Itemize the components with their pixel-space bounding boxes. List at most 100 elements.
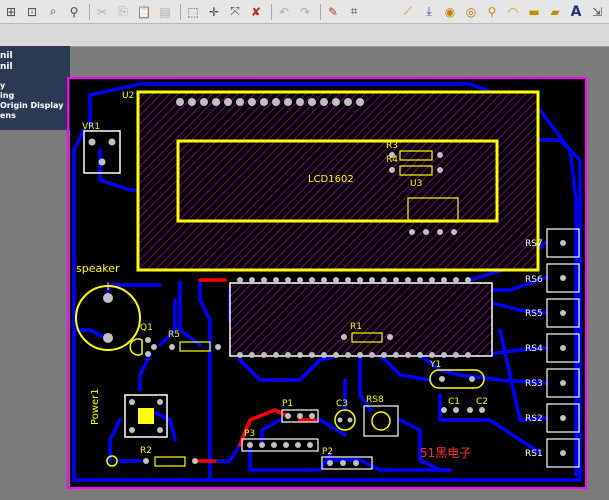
p1-label: P1 [282, 399, 293, 409]
r5-outline[interactable] [179, 341, 211, 352]
r3-label: R3 [386, 141, 398, 151]
rs7-label: RS7 [525, 239, 543, 249]
zoom-fit-icon[interactable]: ⊞ [5, 4, 17, 19]
p2-label: P2 [322, 447, 333, 457]
main-toolbar: ⊞ ⊡ ⌕ ⚲ ✂ ⎘ 📋 ▤ ⬚ ✛ ⤧ ✘ ↶ ↷ ✎ ⌗ ⟋ ⤓ ◉ ◎ … [0, 0, 609, 24]
track-icon[interactable]: ⟋ [403, 4, 413, 18]
q1-label: Q1 [140, 323, 153, 333]
lcd-window [176, 139, 499, 223]
toolbar-separator [271, 3, 272, 20]
panel-line: nil [0, 51, 13, 61]
u2-label: U2 [122, 91, 134, 101]
r5-label: R5 [168, 330, 180, 340]
net-icon[interactable]: ⌗ [350, 4, 358, 18]
toolbar-separator [320, 3, 321, 20]
secondary-toolbar-strip [0, 24, 609, 47]
redo-icon[interactable]: ↷ [299, 4, 311, 19]
panel-line: y [0, 81, 6, 90]
move-icon[interactable]: ✛ [208, 4, 220, 19]
rs2-button[interactable] [546, 403, 580, 433]
rs7-button[interactable] [546, 228, 580, 258]
rs6-button[interactable] [546, 263, 580, 293]
toolbar-separator [89, 3, 90, 20]
y1-outline[interactable] [429, 369, 485, 389]
text-icon[interactable]: A [570, 3, 582, 20]
rs4-button[interactable] [546, 333, 580, 363]
u3-outline[interactable] [407, 197, 459, 223]
rubber-stamp-icon[interactable]: ▤ [159, 4, 171, 19]
dimension-icon[interactable]: ⇲ [591, 4, 603, 19]
rs1-button[interactable] [546, 438, 580, 468]
c3-outline[interactable] [334, 409, 356, 431]
toolbar-separator [180, 3, 181, 20]
rs2-label: RS2 [525, 414, 543, 424]
side-panel: nil nil y ing Origin Display ens [0, 46, 70, 130]
mcu-pads [237, 277, 471, 358]
power1-outline[interactable] [124, 394, 168, 438]
fill-icon[interactable]: ▬ [528, 4, 540, 19]
panel-line: ens [0, 111, 16, 120]
vr1-label: VR1 [82, 122, 100, 132]
rs3-label: RS3 [525, 379, 543, 389]
via-icon[interactable]: ◉ [444, 4, 456, 19]
c2-label: C2 [476, 397, 488, 407]
p2-outline[interactable] [321, 456, 373, 470]
r4-outline[interactable] [399, 165, 433, 176]
p3-outline[interactable] [241, 438, 319, 452]
zoom-filter-icon[interactable]: ⚲ [69, 4, 79, 19]
pad-icon[interactable]: ◎ [465, 4, 477, 19]
p1-outline[interactable] [281, 409, 319, 423]
zoom-select-icon[interactable]: ⌕ [49, 4, 57, 18]
region-icon[interactable]: ▰ [550, 4, 560, 19]
speaker-label: speaker [76, 262, 120, 275]
rs5-label: RS5 [525, 309, 543, 319]
lcd-header-pads [176, 98, 364, 106]
rs-buttons: RS7 RS6 RS5 RS4 RS3 RS2 RS1 [525, 228, 580, 468]
panel-line: ing [0, 91, 15, 100]
u3-label: U3 [410, 179, 422, 189]
y1-label: Y1 [429, 360, 441, 370]
select-rect-icon[interactable]: ⬚ [187, 4, 199, 19]
rs8-outline[interactable] [363, 405, 399, 437]
point-icon[interactable]: ⚲ [487, 4, 497, 19]
lcd-footprint[interactable] [136, 90, 540, 272]
panel-line[interactable]: Origin Display [0, 101, 64, 110]
board-outline [67, 77, 587, 489]
zoom-area-icon[interactable]: ⊡ [26, 4, 38, 19]
rs3-button[interactable] [546, 368, 580, 398]
rs8-label: RS8 [366, 395, 384, 405]
c3-label: C3 [336, 399, 348, 409]
rs6-label: RS6 [525, 275, 543, 285]
place-toolbar: ⟋ ⤓ ◉ ◎ ⚲ ◠ ▬ ▰ A ⇲ [399, 3, 609, 21]
power1-label: Power1 [90, 388, 101, 425]
watermark-text: 51黑电子 [420, 446, 471, 460]
r3-outline[interactable] [399, 150, 433, 161]
r1-label: R1 [350, 322, 362, 332]
deselect-icon[interactable]: ✘ [250, 4, 262, 19]
cross-select-icon[interactable]: ⤧ [230, 4, 240, 18]
rs4-label: RS4 [525, 344, 543, 354]
paste-icon[interactable]: 📋 [136, 4, 152, 19]
q1-outline[interactable] [129, 338, 143, 356]
r1-outline[interactable] [351, 332, 383, 343]
cut-icon[interactable]: ✂ [96, 4, 108, 19]
p3-label: P3 [244, 429, 255, 439]
bus-icon[interactable]: ⤓ [426, 4, 432, 18]
rs5-button[interactable] [546, 298, 580, 328]
r2-label: R2 [140, 446, 152, 456]
svg-text:+: + [103, 279, 113, 293]
rs1-label: RS1 [525, 449, 543, 459]
r4-label: R4 [386, 155, 398, 165]
vr1-outline[interactable] [83, 130, 121, 174]
r2-outline[interactable] [154, 456, 186, 467]
wand-icon[interactable]: ✎ [327, 4, 339, 19]
copy-icon[interactable]: ⎘ [118, 4, 128, 18]
mcu-footprint[interactable] [229, 282, 493, 357]
speaker-outline[interactable] [75, 285, 141, 351]
undo-icon[interactable]: ↶ [278, 4, 290, 19]
panel-line: nil [0, 62, 13, 72]
power1-switch [138, 408, 154, 424]
lcd-label: LCD1602 [308, 174, 354, 185]
arc-icon[interactable]: ◠ [507, 4, 519, 19]
